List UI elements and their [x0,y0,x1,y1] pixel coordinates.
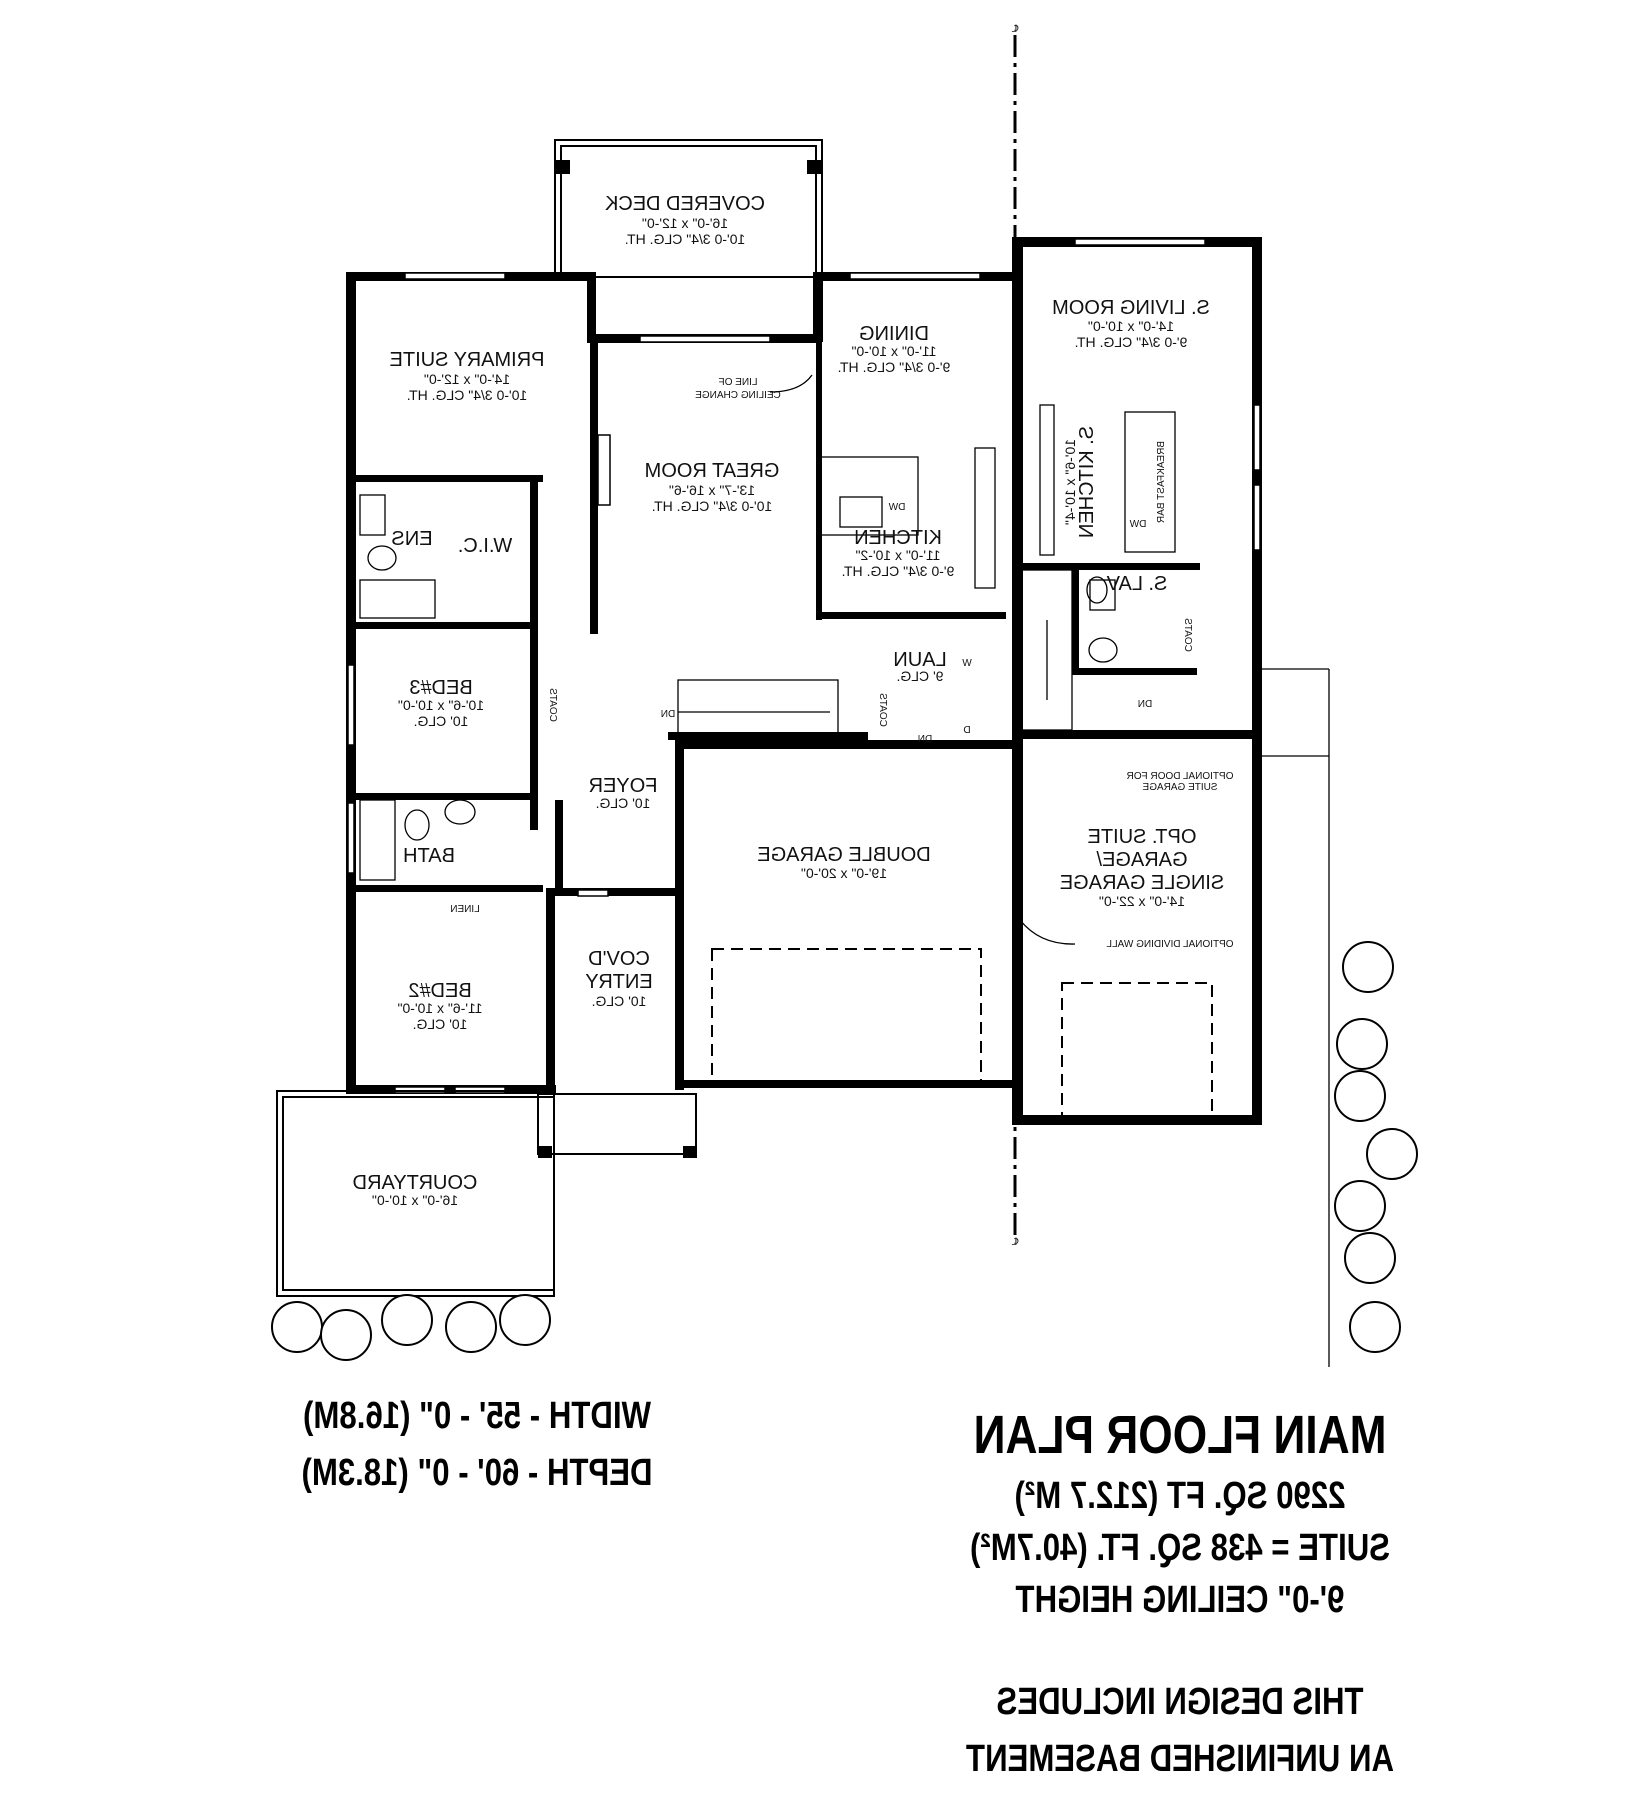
room-size: 10'-6" x 10'-0" [398,697,484,713]
room-ceiling: 9'-0 3/4" CLG. HT. [842,563,955,579]
room-name: COVERED DECK [604,193,765,215]
suite-area: SUITE = 438 SQ. FT. (40.7M²) [970,1527,1390,1569]
room-ceiling: 10'-0 3/4" CLG. HT. [625,231,745,247]
room-name: GARAGE/ [1096,849,1188,871]
courtyard [276,1090,697,1297]
dryer-label: D [963,725,970,736]
tree-symbol [271,1301,323,1353]
room-name: S. KITCHEN [1076,426,1098,538]
kitchen-fixtures [359,404,1176,881]
note: OPTIONAL DOOR FOR [1127,771,1234,782]
breakfast-bar-label: BREAKFAST BAR [1156,441,1167,523]
room-ceiling: 9' CLG. [896,668,943,684]
room-ceiling: 10'-0 3/4" CLG. HT. [652,498,772,514]
room-name: SINGLE GARAGE [1060,872,1225,894]
tree-symbol [499,1294,551,1346]
room-name: PRIMARY SUITE [390,349,545,371]
tree-symbol [1344,1232,1396,1284]
tree-symbol [1366,1128,1418,1180]
dw-label: DW [888,502,905,513]
room-ceiling: 10' CLG. [596,795,651,811]
room-size: 16'-0" x 12'-0" [642,215,728,231]
note: CEILING CHANGE [695,390,781,401]
room-size: 14'-0" x 12'-0" [424,371,510,387]
room-name: DINING [859,323,929,345]
depth-dimension: DEPTH - 60' - 0" (18.3M) [302,1452,653,1494]
linen-label: LINEN [450,904,479,915]
room-name: BED#3 [409,677,472,699]
tree-symbol [1342,941,1394,993]
room-size: 16'-0" x 10'-0" [372,1192,458,1208]
single-garage-door [1061,982,1213,1123]
stairs [677,569,1073,736]
total-area: 2290 SQ. FT (212.7 M²) [1015,1475,1346,1517]
landscaping-trees [271,941,1418,1361]
room-name: ENTRY [585,971,652,993]
note: LINE OF [719,377,758,388]
covered-deck [554,139,823,278]
coats-label: COATS [547,688,558,722]
room-size: 19'-0" x 20'-0" [801,865,887,881]
room-size: 14'-0" x 22'-0" [1099,893,1185,909]
room-name: ENS [391,528,432,550]
plan-summary: WIDTH - 55' - 0" (16.8M) DEPTH - 60' - 0… [302,1395,1395,1780]
dn-label: DN [661,709,675,720]
room-ceiling: 10' CLG. [413,1016,468,1032]
room-size: 13'-7" x 16'-6" [669,482,755,498]
room-name: FOYER [589,775,658,797]
room-name: KITCHEN [854,527,942,549]
tree-symbol [320,1309,372,1361]
note: SUITE GARAGE [1142,782,1217,793]
coats-label: COATS [1182,618,1193,652]
tree-symbol [445,1301,497,1353]
room-size: 11'-0" x 10'-2" [855,547,940,563]
room-ceiling: 9'-0 3/4" CLG. HT. [838,359,951,375]
centerline-symbol: ℄ [1011,1237,1019,1248]
room-name: OPT. SUITE [1088,826,1197,848]
dn-label: DN [1138,699,1152,710]
basement-note: AN UNFINISHED BASEMENT [966,1738,1394,1780]
room-name: S. LAV [1106,573,1167,595]
room-name: COV'D [588,948,650,970]
room-size: 11'-0" x 10'-0" [851,343,936,359]
tree-symbol [1334,1070,1386,1122]
double-garage-door [711,948,982,1086]
note: OPTIONAL DIVIDING WALL [1106,939,1233,950]
ceiling-height: 9'-0" CEILING HEIGHT [1016,1579,1345,1621]
room-ceiling: 10' CLG. [414,713,469,729]
tree-symbol [1334,1180,1386,1232]
tree-symbol [1336,1018,1388,1070]
room-name: BED#2 [408,980,471,1002]
room-name: LAUN [893,649,946,671]
room-labels: COVERED DECK 16'-0" x 12'-0" 10'-0 3/4" … [353,24,1234,1248]
room-name: BATH [403,845,455,867]
site-lines [1262,668,1330,1367]
dn-label: DN [918,734,932,745]
plan-title: MAIN FLOOR PLAN [974,1405,1387,1465]
tree-symbol [1349,1301,1401,1353]
room-ceiling: 10' CLG. [592,993,647,1009]
coats-label: COATS [877,693,888,727]
room-name: DOUBLE GARAGE [757,844,930,866]
room-name: S. LIVING ROOM [1052,297,1210,319]
room-ceiling: 10'-0 3/4" CLG. HT. [407,387,527,403]
centerline-symbol: ℄ [1011,24,1019,35]
room-size: 14'-0" x 10'-0" [1088,318,1174,334]
suite-walls [1012,237,1262,1125]
room-ceiling: 9'-0 3/4" CLG. HT. [1075,334,1188,350]
washer-label: W [962,658,972,669]
width-dimension: WIDTH - 55' - 0" (16.8M) [303,1395,651,1437]
room-name: W.I.C. [458,535,512,557]
room-size: 11'-6" x 10'-0" [397,1000,482,1016]
tree-symbol [381,1294,433,1346]
room-size: 10'-6" x 10'-4" [1062,439,1078,525]
room-name: COURTYARD [353,1172,478,1194]
dw-label: DW [1129,519,1146,530]
basement-note: THIS DESIGN INCLUDES [997,1681,1364,1723]
room-name: GREAT ROOM [645,460,780,482]
